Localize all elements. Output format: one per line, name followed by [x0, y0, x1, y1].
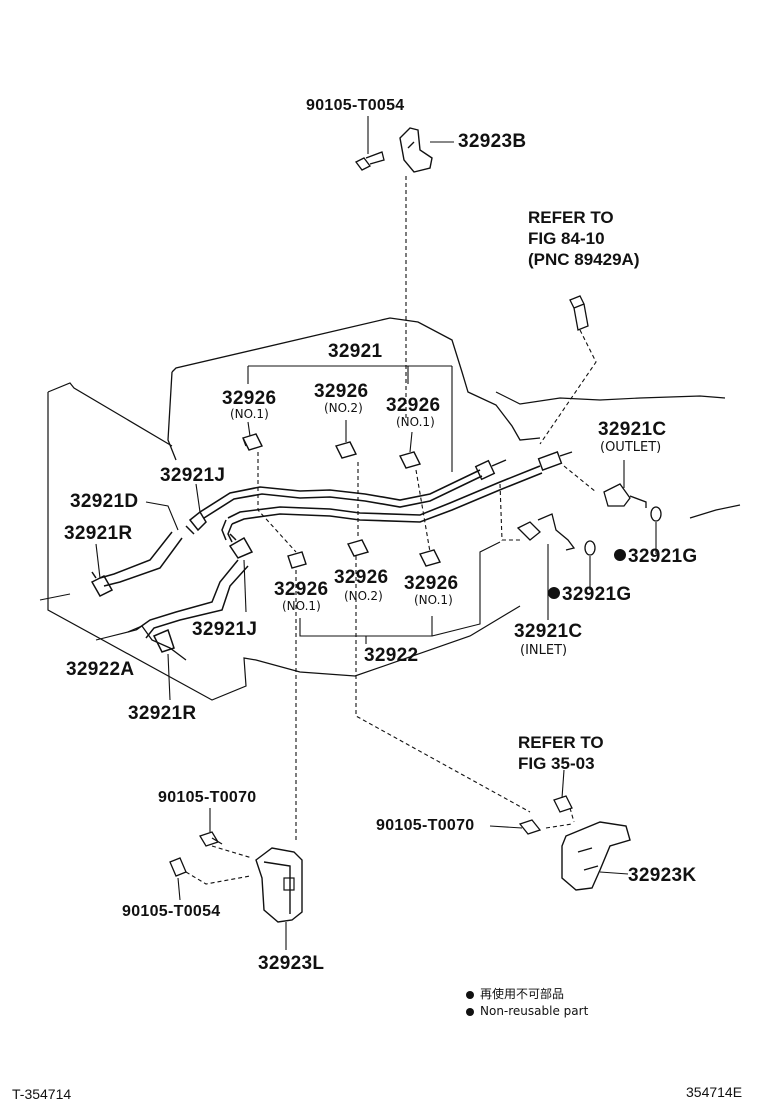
label-32921C-outlet: 32921C: [598, 419, 667, 440]
label-32921: 32921: [328, 341, 383, 362]
grommet-32926-f: [418, 549, 442, 567]
label-32921C-inlet-sub: (INLET): [520, 643, 568, 658]
label-32921G-b: 32921G: [548, 585, 631, 604]
clamp-32921J-bot: [228, 533, 254, 559]
legend: 再使用不可部品 Non-reusable part: [466, 986, 588, 1020]
legend-row-jp: 再使用不可部品: [466, 986, 588, 1003]
clamp-32921R-bot: [152, 628, 175, 653]
figure-id-left: T-354714: [12, 1086, 72, 1102]
bracket-32923B: [399, 127, 433, 173]
label-32926-e: 32926: [334, 567, 389, 588]
figure-id-right: 354714E: [686, 1084, 743, 1100]
label-32926-a-sub: (NO.1): [230, 407, 269, 421]
union-32921C-outlet: [603, 483, 647, 508]
clamp-32921J-top: [185, 510, 207, 535]
legend-row-en: Non-reusable part: [466, 1003, 588, 1020]
label-32921C-outlet-sub: (OUTLET): [600, 440, 662, 455]
ref-line: (PNC 89429A): [528, 250, 640, 269]
label-32926-f: 32926: [404, 573, 459, 594]
label-90105-T0070-left: 90105-T0070: [158, 789, 257, 806]
label-32926-c: 32926: [386, 395, 441, 416]
legend-text-en: Non-reusable part: [480, 1004, 589, 1018]
label-32926-e-sub: (NO.2): [344, 589, 383, 603]
label-32921D: 32921D: [70, 491, 139, 512]
union-32921C-inlet: [516, 513, 576, 551]
non-reusable-dot-icon: [466, 1007, 474, 1016]
gasket-32921G-a: [650, 506, 662, 522]
grommet-32926-b: [334, 441, 358, 459]
label-32921J-bot: 32921J: [192, 619, 258, 640]
ref-line: FIG 35-03: [518, 754, 595, 773]
bracket-32923K: [561, 821, 631, 891]
label-32926-b: 32926: [314, 381, 369, 402]
pipe-32922: [227, 465, 541, 519]
bolt-90105-T0070-left: [199, 831, 223, 847]
label-32923L: 32923L: [258, 953, 325, 974]
ref-line: FIG 84-10: [528, 229, 605, 248]
label-90105-T0054-bot: 90105-T0054: [122, 903, 221, 920]
hose-32922A: [135, 559, 239, 631]
label-90105-T0070-right: 90105-T0070: [376, 817, 475, 834]
label-32926-c-sub: (NO.1): [396, 415, 435, 429]
label-32921R-bot: 32921R: [128, 703, 197, 724]
label-32926-f-sub: (NO.1): [414, 593, 453, 607]
bolt-90105-T0054-bot: [169, 857, 187, 877]
grommet-32926-e: [346, 539, 370, 557]
ref-line: REFER TO: [528, 208, 614, 227]
gasket-32921G-b: [584, 540, 596, 556]
sensor-pnc-89429A: [569, 295, 589, 331]
label-32921G-b-text: 32921G: [562, 584, 632, 605]
non-reusable-dot-icon: [466, 990, 474, 999]
label-32921C-inlet: 32921C: [514, 621, 583, 642]
label-90105-T0054-top: 90105-T0054: [306, 97, 405, 114]
legend-text-jp: 再使用不可部品: [480, 987, 565, 1001]
label-32921J-top: 32921J: [160, 465, 226, 486]
bolt-90105-T0070-right: [518, 819, 542, 835]
ref-line: REFER TO: [518, 733, 604, 752]
label-32926-d: 32926: [274, 579, 329, 600]
refer-fig-35-03: REFER TO FIG 35-03: [518, 732, 604, 774]
label-32922: 32922: [364, 645, 419, 666]
grommet-32926-d: [287, 551, 307, 569]
non-reusable-dot-icon: [548, 587, 560, 600]
engine-outline: [171, 317, 541, 441]
pipe-32921: [199, 469, 481, 513]
grommet-32926-c: [398, 451, 422, 469]
non-reusable-dot-icon: [614, 549, 626, 562]
label-32921R-top: 32921R: [64, 523, 133, 544]
label-32926-b-sub: (NO.2): [324, 401, 363, 415]
label-32921G-a-text: 32921G: [628, 546, 698, 567]
bolt-90105-T0054-top: [355, 151, 385, 171]
grommet-32926-a: [242, 433, 263, 451]
label-32923B: 32923B: [458, 131, 527, 152]
label-32922A: 32922A: [66, 659, 135, 680]
bracket-32923L: [255, 847, 303, 923]
label-32921G-a: 32921G: [614, 547, 697, 566]
refer-fig-84-10: REFER TO FIG 84-10 (PNC 89429A): [528, 207, 640, 270]
label-32926-d-sub: (NO.1): [282, 599, 321, 613]
label-32923K: 32923K: [628, 865, 697, 886]
hose-32921D: [103, 537, 183, 587]
label-32926-a: 32926: [222, 388, 277, 409]
